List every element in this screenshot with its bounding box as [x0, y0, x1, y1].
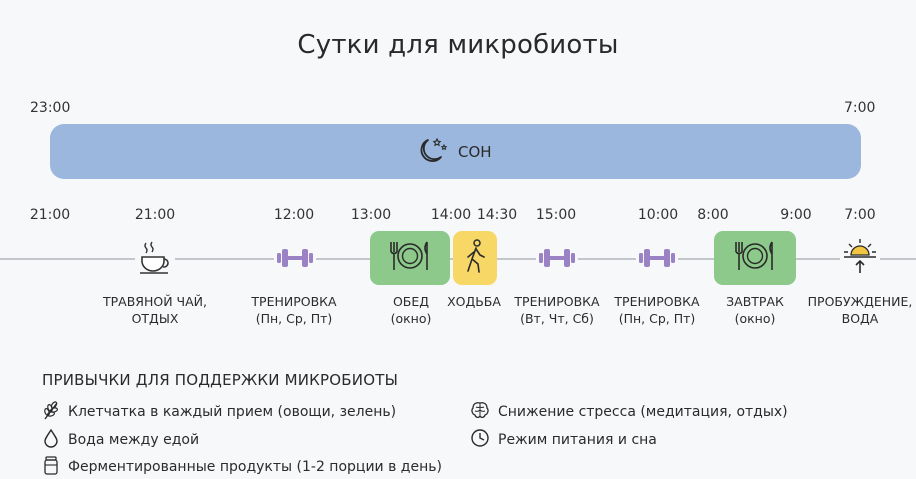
sleep-start-time: 23:00 [30, 100, 71, 116]
event-label-training: ТРЕНИРОВКА(Вт, Чт, Сб) [514, 294, 600, 326]
habit-item: Ферментированные продукты (1-2 порции в … [42, 455, 442, 479]
habit-text: Ферментированные продукты (1-2 порции в … [68, 459, 442, 475]
sleep-label: СОН [458, 143, 492, 161]
event-label-wakeup: ПРОБУЖДЕНИЕ,ВОДА [807, 294, 913, 326]
breakfast-window-box [714, 231, 796, 285]
habit-item: Вода между едой [42, 428, 199, 452]
dumbbell-icon [536, 244, 578, 272]
dumbbell-icon [636, 244, 678, 272]
habit-item: Клетчатка в каждый прием (овощи, зелень) [42, 400, 396, 424]
habit-item: Снижение стресса (медитация, отдых) [470, 400, 788, 424]
sleep-bar-content: СОН [414, 134, 492, 170]
tea-cup-icon [135, 238, 175, 278]
plate-icon [386, 238, 434, 278]
sleep-bar [50, 124, 861, 179]
event-label-tea: ТРАВЯНОЙ ЧАЙ,ОТДЫХ [103, 294, 207, 326]
time-label: 14:00 [430, 207, 472, 223]
sunrise-icon [840, 236, 880, 280]
habit-item: Режим питания и сна [470, 428, 657, 452]
walking-icon [461, 238, 489, 278]
habit-text: Вода между едой [68, 432, 200, 448]
habit-text: Режим питания и сна [498, 432, 657, 448]
event-label-breakfast: ЗАВТРАК(окно) [726, 294, 784, 326]
event-label-walk: ХОДЬБА [447, 294, 501, 309]
sleep-end-time: 7:00 [844, 100, 876, 116]
habit-text: Снижение стресса (медитация, отдых) [498, 404, 788, 420]
time-label: 13:00 [350, 207, 392, 223]
time-label: 9:00 [780, 207, 812, 223]
time-label: 14:30 [476, 207, 518, 223]
time-label: 7:00 [844, 207, 876, 223]
brain-icon [470, 400, 490, 424]
event-label-training: ТРЕНИРОВКА(Пн, Ср, Пт) [251, 294, 337, 326]
time-label: 12:00 [273, 207, 315, 223]
plate-icon [731, 238, 779, 278]
time-label: 10:00 [637, 207, 679, 223]
moon-stars-icon [414, 133, 450, 171]
page-title: Сутки для микробиоты [297, 30, 619, 60]
wheat-icon [42, 400, 60, 424]
lunch-window-box [370, 231, 450, 285]
time-label: 8:00 [697, 207, 729, 223]
habit-text: Клетчатка в каждый прием (овощи, зелень) [68, 404, 397, 420]
water-drop-icon [42, 428, 60, 452]
event-label-training: ТРЕНИРОВКА(Пн, Ср, Пт) [614, 294, 700, 326]
event-label-lunch: ОБЕД(окно) [390, 294, 432, 326]
time-label: 15:00 [535, 207, 577, 223]
walking-box [453, 231, 497, 285]
time-label: 21:00 [29, 207, 71, 223]
jar-icon [42, 455, 60, 479]
habits-title: ПРИВЫЧКИ ДЛЯ ПОДДЕРЖКИ МИКРОБИОТЫ [42, 371, 399, 389]
clock-icon [470, 428, 490, 452]
dumbbell-icon [274, 244, 316, 272]
time-label: 21:00 [134, 207, 176, 223]
